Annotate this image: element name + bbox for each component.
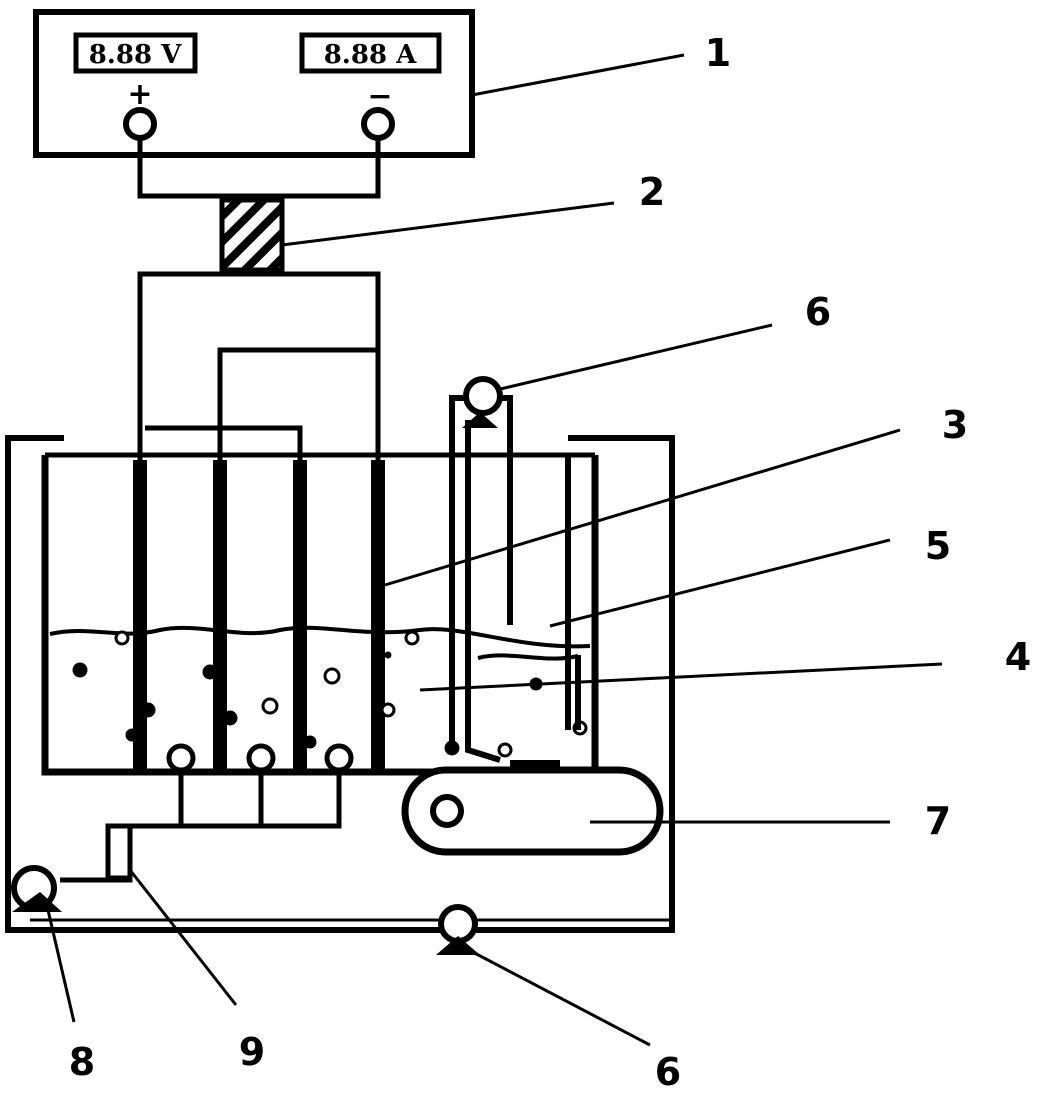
current-display-text: 8.88 A [324,40,417,70]
leader-lines [46,53,943,1047]
gas-bubbles [72,630,588,758]
electrode-3 [293,460,307,772]
label-5: 5 [925,524,951,568]
inner-container [477,455,581,730]
hatched-connector [219,197,285,273]
drain-manifold [60,772,342,883]
filter-valve [105,823,133,881]
circulation-loop [449,395,513,763]
outer-frame [5,435,675,933]
label-2: 2 [639,170,665,214]
electrode-4 [371,460,385,772]
label-1: 1 [705,31,731,75]
label-3: 3 [942,403,968,447]
voltage-display-text: 8.88 V [89,40,182,70]
label-6-top: 6 [805,290,831,334]
electrode-wiring [137,271,381,460]
heater [401,760,664,856]
label-8: 8 [69,1040,95,1084]
current-display: 8.88 A [299,32,442,74]
label-7: 7 [925,799,951,843]
voltage-display: 8.88 V [73,32,198,74]
positive-terminal-symbol: + [127,77,152,112]
circulation-pump-top [462,376,503,428]
electrode-1 [133,460,147,772]
negative-terminal [361,107,395,141]
positive-terminal [123,107,157,141]
drain-pump [11,865,62,912]
label-6-bottom: 6 [655,1050,681,1094]
callout-labels: 1 2 6 3 5 4 7 8 9 6 [69,31,1031,1094]
dc-power-supply: 8.88 V 8.88 A + − [33,9,475,158]
label-9: 9 [239,1030,265,1074]
electrodes [133,460,385,772]
supply-wiring [137,138,381,199]
electrode-2 [213,460,227,772]
label-4: 4 [1005,635,1031,679]
circulation-pump-bottom [436,904,480,955]
bottom-valves [166,743,354,773]
